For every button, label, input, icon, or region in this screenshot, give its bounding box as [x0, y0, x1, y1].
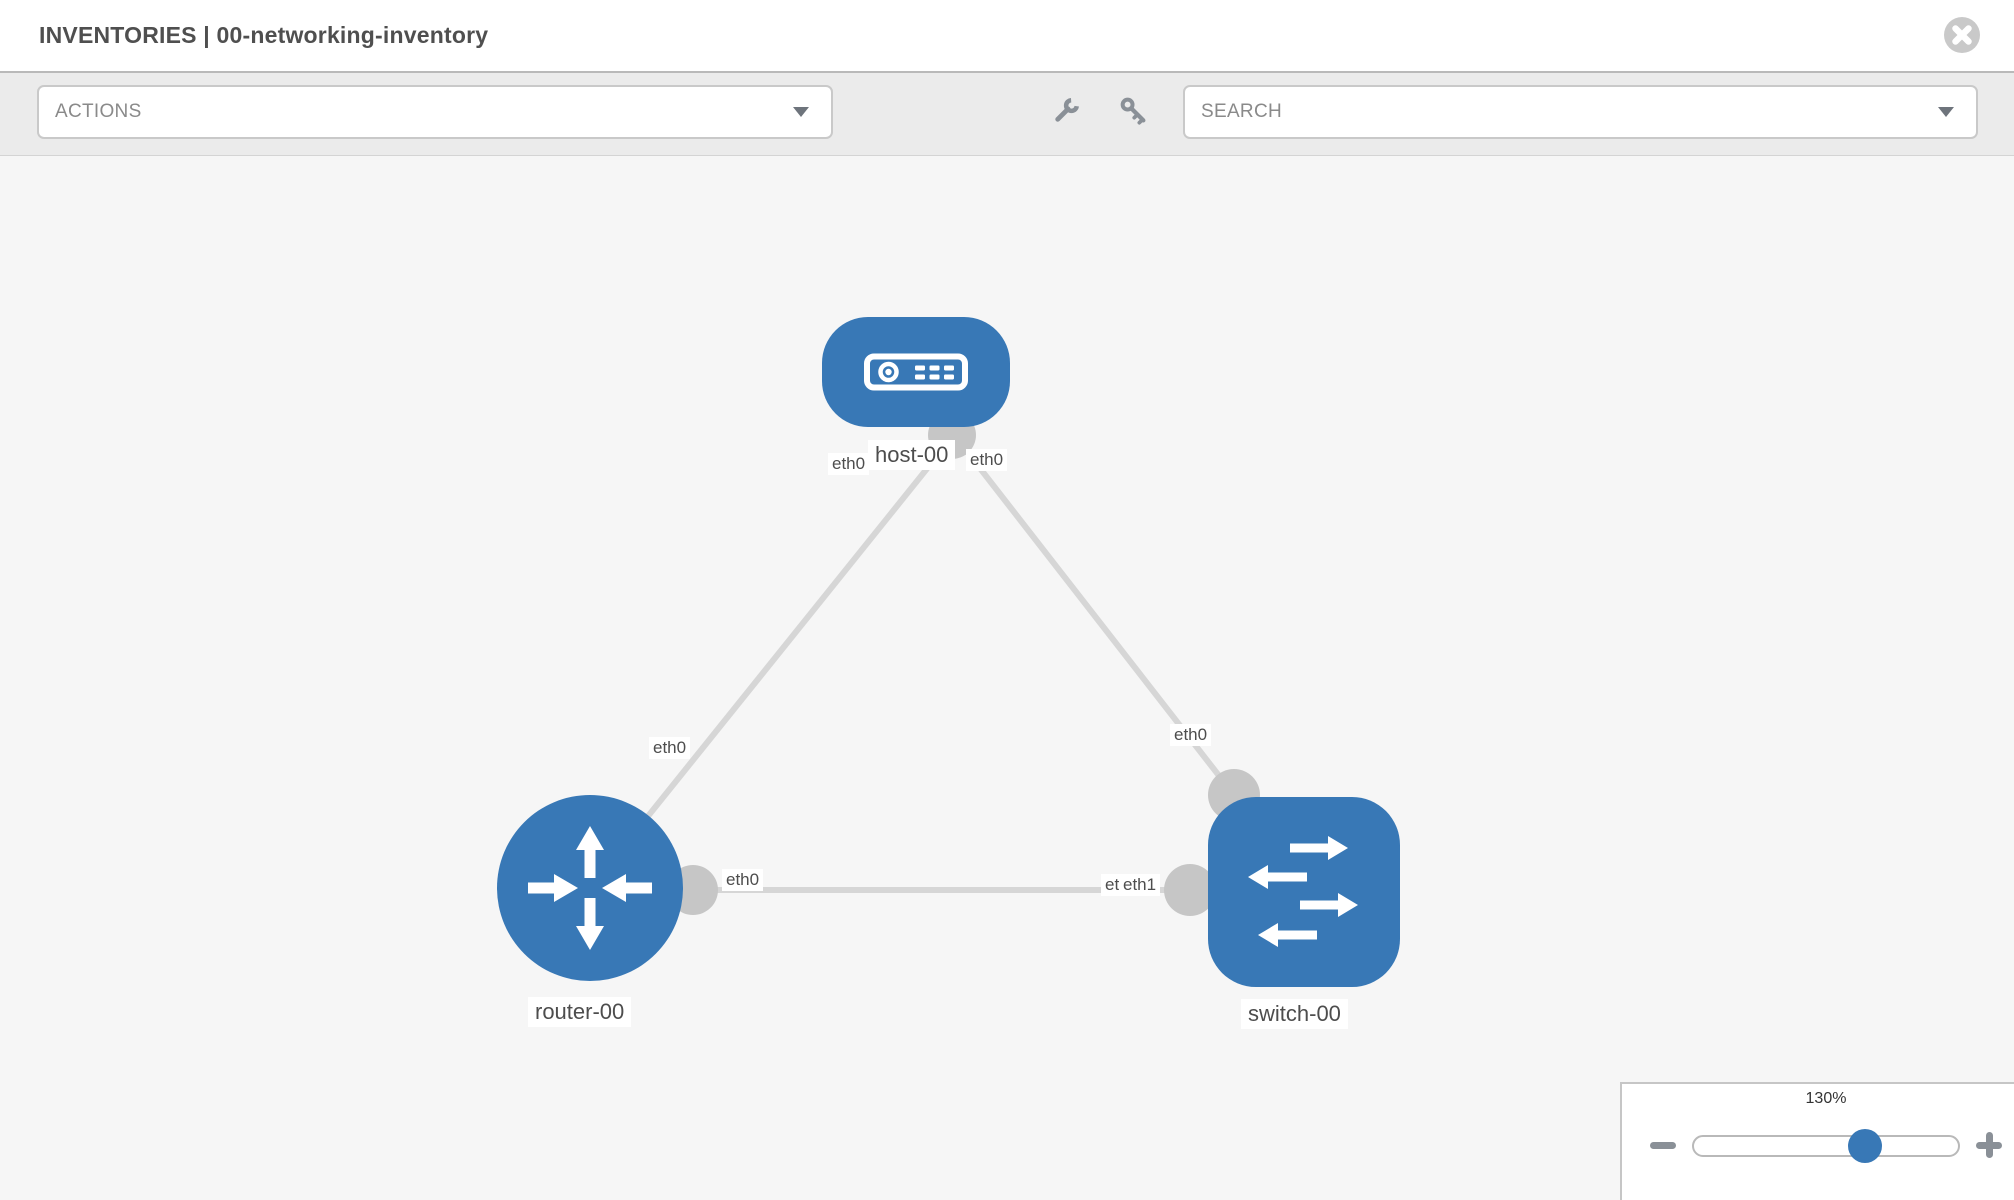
- close-button[interactable]: [1943, 16, 1981, 54]
- zoom-control-panel: 130%: [1620, 1082, 2014, 1200]
- link-router-host[interactable]: [605, 438, 953, 868]
- search-dropdown-label: SEARCH: [1201, 101, 1282, 122]
- host-icon: [864, 353, 968, 391]
- actions-dropdown[interactable]: ACTIONS: [37, 85, 833, 139]
- zoom-slider-thumb[interactable]: [1848, 1129, 1882, 1163]
- interface-label-router-right: eth0: [722, 869, 764, 891]
- actions-dropdown-label: ACTIONS: [55, 101, 142, 122]
- interface-label-host-left: eth0: [828, 453, 870, 475]
- node-host-00[interactable]: [822, 317, 1010, 427]
- caret-down-icon: [793, 107, 809, 117]
- zoom-level-value: 130%: [1805, 1090, 1847, 1107]
- x-circle-icon: [1944, 17, 1980, 53]
- node-label-switch: switch-00: [1241, 999, 1348, 1029]
- header: INVENTORIES | 00-networking-inventory: [0, 0, 2014, 73]
- node-label-router: router-00: [528, 997, 632, 1027]
- interface-label-switch-top: eth0: [1170, 724, 1212, 746]
- interface-label-switch-left-eth1: eth1: [1119, 874, 1161, 896]
- node-router-00[interactable]: [497, 795, 683, 981]
- wrench-icon: [1055, 97, 1080, 122]
- key-button[interactable]: [1118, 95, 1150, 127]
- router-icon: [528, 826, 652, 950]
- node-label-host: host-00: [868, 440, 956, 470]
- search-dropdown[interactable]: SEARCH: [1183, 85, 1978, 139]
- zoom-slider-track[interactable]: [1692, 1135, 1960, 1157]
- interface-label-router-top: eth0: [649, 737, 691, 759]
- page-title: INVENTORIES | 00-networking-inventory: [39, 22, 489, 48]
- interface-connector-switch-left[interactable]: [1164, 864, 1216, 916]
- interface-label-host-right: eth0: [966, 449, 1008, 471]
- zoom-in-button[interactable]: [1974, 1130, 2004, 1160]
- key-icon: [1120, 97, 1146, 125]
- zoom-out-button[interactable]: [1648, 1130, 1678, 1160]
- toolbar: ACTIONS SEARCH: [0, 73, 2014, 156]
- node-switch-00[interactable]: [1208, 797, 1400, 987]
- switch-icon: [1248, 836, 1358, 947]
- minus-icon: [1650, 1141, 1676, 1149]
- configure-button[interactable]: [1050, 95, 1082, 127]
- caret-down-icon: [1938, 107, 1954, 117]
